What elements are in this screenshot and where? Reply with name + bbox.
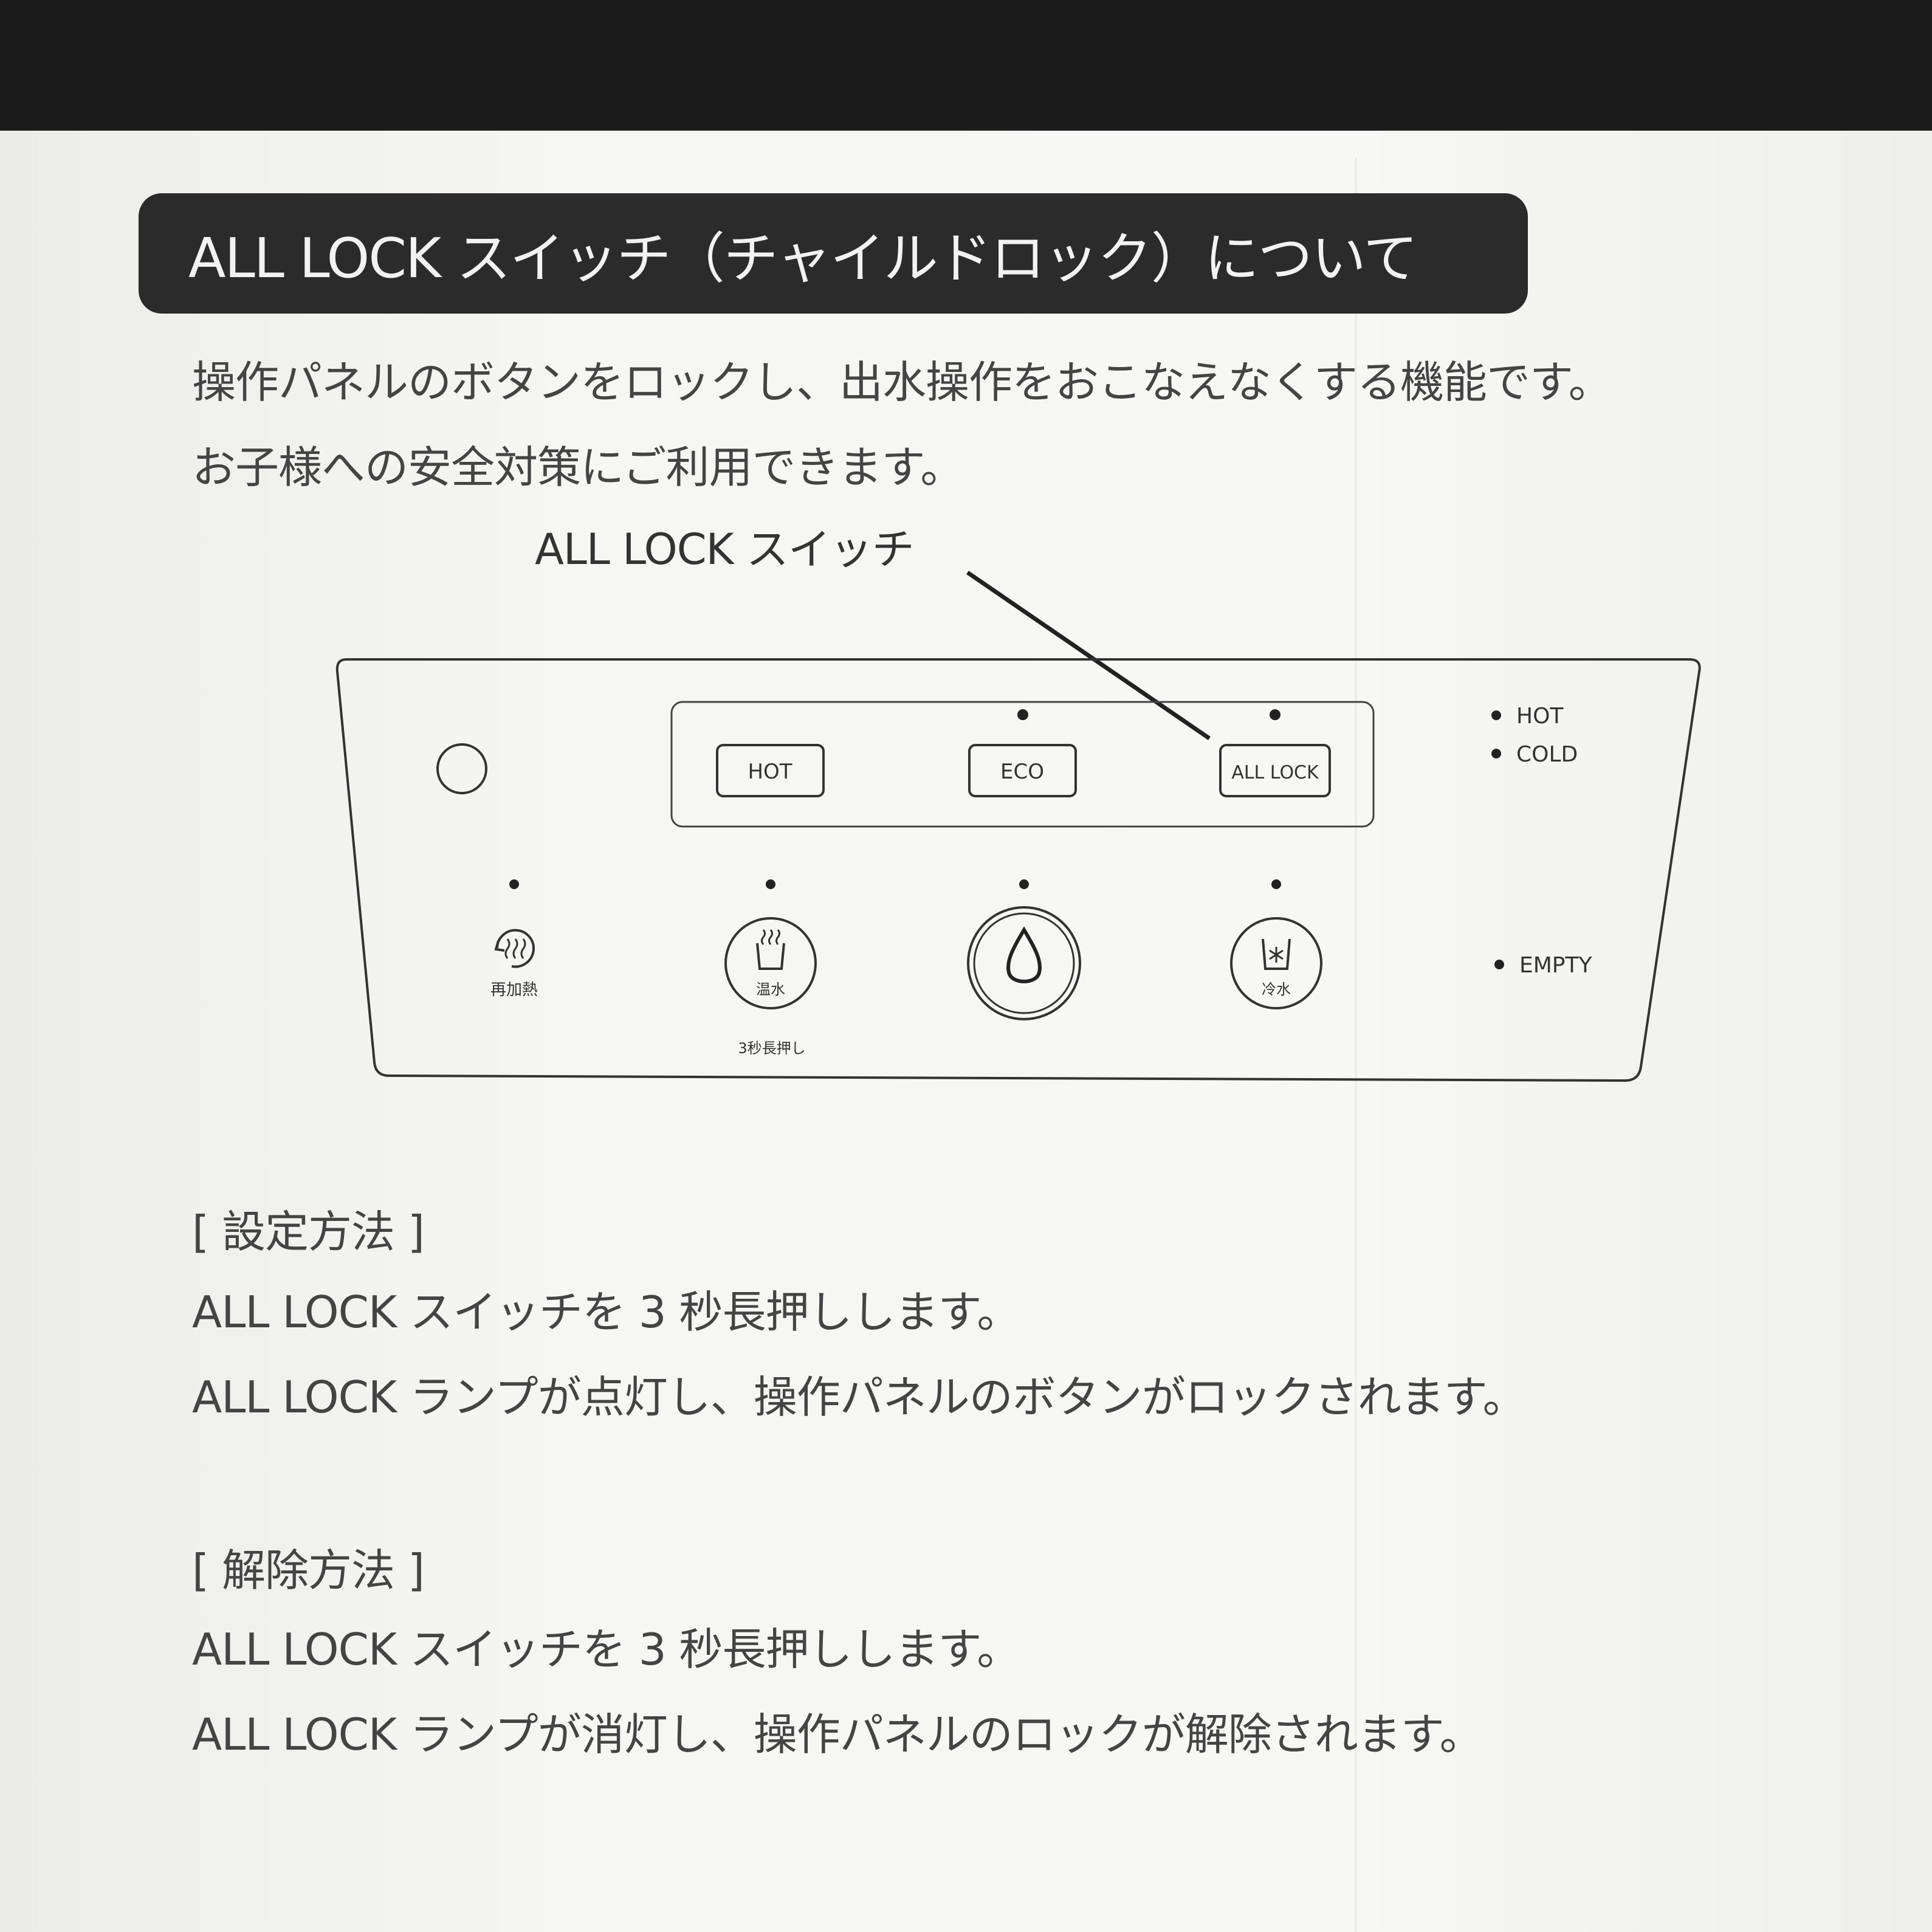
bleed-through-divider [1355,158,1356,1932]
cold-water-label: 冷水 [1262,981,1291,998]
callout-leader-line [966,571,1211,740]
hot-button-label: HOT [748,760,792,784]
hot-status-label: HOT [1516,704,1564,729]
cold-water-button[interactable]: 冷水 [1230,917,1322,1009]
warm-indicator-dot [766,879,775,889]
warm-water-button[interactable]: 温水 [724,917,817,1009]
release-heading: [ 解除方法 ] [192,1545,425,1596]
empty-status-lamp [1494,960,1504,969]
all-lock-button[interactable]: ALL LOCK [1219,744,1331,797]
cold-indicator-dot [1271,879,1281,889]
release-line-1: ALL LOCK スイッチを 3 秒長押しします。 [192,1624,1020,1675]
cup-steam-icon [756,929,785,970]
all-lock-indicator-dot [1270,709,1281,720]
intro-line-2: お子様への安全対策にご利用できます。 [192,442,964,493]
cold-status-label: COLD [1516,742,1578,767]
setting-line-2: ALL LOCK ランプが点灯し、操作パネルのボタンがロックされます。 [192,1372,1527,1423]
reheat-indicator-dot [509,879,519,889]
reheat-icon [494,929,535,968]
warm-water-note: 3秒長押し [738,1040,805,1057]
reheat-button[interactable]: 再加熱 [490,929,538,999]
eco-indicator-dot [1017,709,1028,720]
setting-line-1: ALL LOCK スイッチを 3 秒長押しします。 [192,1287,1020,1338]
section-title-box: ALL LOCK スイッチ（チャイルドロック）について [139,193,1528,314]
water-drop-icon [1006,926,1042,983]
reheat-label: 再加熱 [490,981,538,999]
control-panel-outline [335,658,1701,1082]
release-line-2: ALL LOCK ランプが消灯し、操作パネルのロックが解除されます。 [192,1709,1483,1760]
all-lock-button-label: ALL LOCK [1231,762,1319,783]
cup-snowflake-icon [1262,938,1291,970]
warm-water-label: 温水 [756,981,785,998]
hot-button[interactable]: HOT [716,744,825,797]
section-title: ALL LOCK スイッチ（チャイルドロック）について [188,227,1418,290]
cold-status-lamp [1491,749,1501,758]
water-indicator-dot [1019,879,1029,889]
power-button-icon[interactable] [436,743,487,794]
eco-button[interactable]: ECO [968,744,1077,797]
dark-top-edge [0,0,1932,131]
all-lock-callout-label: ALL LOCK スイッチ [535,524,915,574]
intro-line-1: 操作パネルのボタンをロックし、出水操作をおこなえなくする機能です。 [192,357,1612,408]
eco-button-label: ECO [1000,760,1044,784]
water-dispense-button[interactable] [967,906,1081,1020]
setting-heading: [ 設定方法 ] [192,1206,425,1257]
mode-button-group [670,701,1375,828]
empty-status-label: EMPTY [1519,953,1593,978]
page-background [0,131,1932,1932]
hot-status-lamp [1491,710,1501,720]
